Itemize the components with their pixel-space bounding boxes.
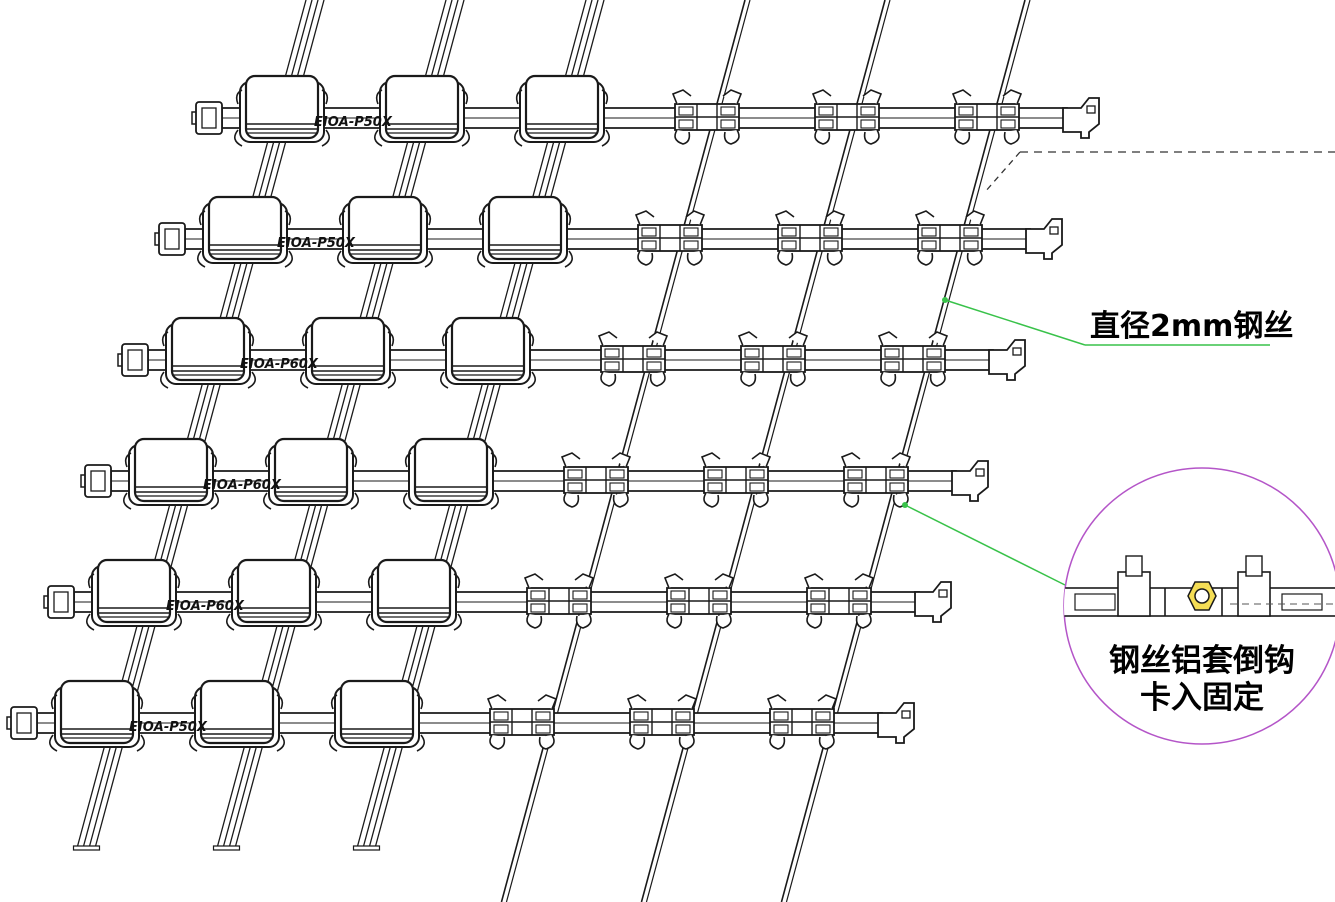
led-module bbox=[513, 74, 611, 148]
led-module bbox=[225, 558, 323, 632]
right-hook-end bbox=[1062, 97, 1100, 139]
wire-callout-leader bbox=[944, 299, 1086, 346]
led-module bbox=[122, 437, 220, 511]
led-module bbox=[262, 437, 360, 511]
wire-clip-set bbox=[627, 694, 697, 750]
module-label: EIOA-P60X bbox=[166, 599, 245, 614]
wire-clip-set bbox=[915, 210, 985, 266]
wire-clip-set bbox=[561, 452, 631, 508]
led-module bbox=[402, 437, 500, 511]
wire-clip-set bbox=[841, 452, 911, 508]
led-module bbox=[299, 316, 397, 390]
right-hook-end bbox=[1025, 218, 1063, 260]
led-module bbox=[196, 195, 294, 269]
wire-clip-set bbox=[738, 331, 808, 387]
steel-wire-edge bbox=[785, 0, 1031, 902]
steel-wires bbox=[500, 0, 1031, 902]
inset-text-line1: 钢丝铝套倒钩 bbox=[1109, 643, 1295, 679]
wire-clip-set bbox=[878, 331, 948, 387]
led-module bbox=[439, 316, 537, 390]
left-connector bbox=[43, 585, 75, 619]
led-module bbox=[233, 74, 331, 148]
wire-callout-text: 直径2mm钢丝 bbox=[1090, 309, 1293, 344]
module-strip-row: EIOA-P60X bbox=[43, 558, 952, 632]
left-connector bbox=[80, 464, 112, 498]
steel-wire-edge bbox=[505, 0, 751, 902]
steel-wire bbox=[500, 0, 746, 902]
steel-wire bbox=[780, 0, 1026, 902]
right-hook-end bbox=[988, 339, 1026, 381]
module-strips: EIOA-P50X EIOA-P50X EIOA-P60X EIOA-P60X EIOA… bbox=[6, 74, 1100, 753]
aluminum-sleeve-nut bbox=[1187, 581, 1217, 611]
led-module bbox=[85, 558, 183, 632]
module-strip-row: EIOA-P60X bbox=[117, 316, 1026, 390]
wire-clip-set bbox=[664, 573, 734, 629]
module-label: EIOA-P50X bbox=[314, 115, 393, 130]
section-reference-line bbox=[984, 151, 1335, 193]
module-label: EIOA-P50X bbox=[129, 720, 208, 735]
wire-clip-set bbox=[812, 89, 882, 145]
module-label: EIOA-P60X bbox=[203, 478, 282, 493]
inset-text-line2: 卡入固定 bbox=[1140, 680, 1264, 716]
steel-wire bbox=[640, 0, 886, 902]
module-label: EIOA-P50X bbox=[277, 236, 356, 251]
left-connector bbox=[191, 101, 223, 135]
steel-wire-edge bbox=[645, 0, 891, 902]
led-module bbox=[476, 195, 574, 269]
left-connector bbox=[154, 222, 186, 256]
inset-detail: 钢丝铝套倒钩 卡入固定 bbox=[902, 467, 1335, 745]
wire-clip-set bbox=[701, 452, 771, 508]
wire-clip-set bbox=[487, 694, 557, 750]
wire-clip-set bbox=[952, 89, 1022, 145]
led-module bbox=[48, 679, 146, 753]
wire-clip-set bbox=[635, 210, 705, 266]
module-strip-row: EIOA-P50X bbox=[191, 74, 1100, 148]
left-connector bbox=[117, 343, 149, 377]
led-module bbox=[336, 195, 434, 269]
led-module bbox=[328, 679, 426, 753]
wire-clip-set bbox=[767, 694, 837, 750]
right-hook-end bbox=[914, 581, 952, 623]
module-strip-row: EIOA-P50X bbox=[6, 679, 915, 753]
wire-callout: 直径2mm钢丝 bbox=[942, 297, 1293, 346]
led-module bbox=[373, 74, 471, 148]
wire-clip-set bbox=[598, 331, 668, 387]
right-hook-end bbox=[951, 460, 989, 502]
inset-leader bbox=[904, 504, 1066, 586]
wire-clip-set bbox=[775, 210, 845, 266]
led-module bbox=[188, 679, 286, 753]
left-connector bbox=[6, 706, 38, 740]
led-module bbox=[159, 316, 257, 390]
wire-clip-set bbox=[524, 573, 594, 629]
wire-clip-set bbox=[804, 573, 874, 629]
right-hook-end bbox=[877, 702, 915, 744]
led-module bbox=[365, 558, 463, 632]
wire-clip-set bbox=[672, 89, 742, 145]
module-strip-row: EIOA-P50X bbox=[154, 195, 1063, 269]
module-strip-row: EIOA-P60X bbox=[80, 437, 989, 511]
module-label: EIOA-P60X bbox=[240, 357, 319, 372]
